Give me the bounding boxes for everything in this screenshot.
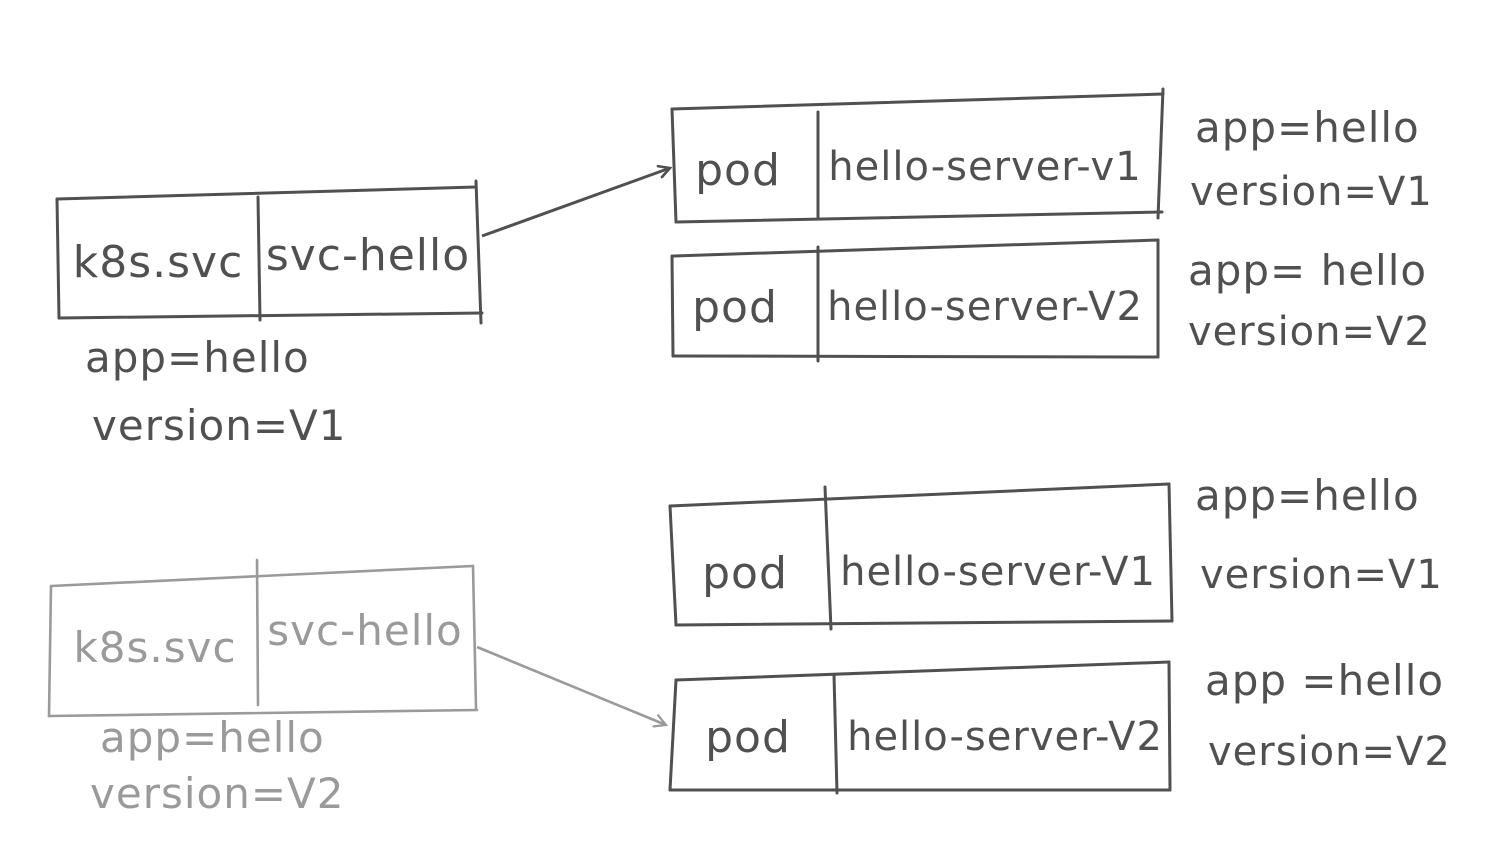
- service-kind-label: k8s.svc: [73, 237, 244, 288]
- pod-label-app: app =hello: [1205, 656, 1444, 705]
- service-selector-version: version=V2: [90, 769, 344, 818]
- pod-kind-label: pod: [705, 712, 791, 763]
- pod-label-version: version=V2: [1208, 729, 1451, 775]
- service-name-label: svc-hello: [266, 230, 470, 281]
- pod-kind-label: pod: [702, 548, 788, 599]
- service-selector-app: app=hello: [85, 333, 310, 382]
- pod-label-app: app=hello: [1195, 471, 1420, 520]
- service-selector-version: version=V1: [92, 401, 346, 450]
- service-kind-label: k8s.svc: [73, 623, 236, 672]
- pod-box: [670, 87, 1165, 224]
- pod-label-app: app= hello: [1188, 246, 1427, 295]
- service-name-label: svc-hello: [267, 606, 462, 655]
- scenario-v1: k8s.svc svc-hello app=hello version=V1 p…: [55, 87, 1433, 450]
- pod-label-version: version=V1: [1200, 552, 1443, 598]
- scenario-v2: k8s.svc svc-hello app=hello version=V2 p…: [47, 471, 1451, 818]
- service-selector-app: app=hello: [100, 713, 325, 762]
- pod-name-label: hello-server-V2: [847, 714, 1163, 760]
- pod-kind-label: pod: [692, 282, 778, 333]
- pod-box: [670, 238, 1160, 363]
- pod-name-label: hello-server-V1: [840, 549, 1156, 595]
- pod-kind-label: pod: [695, 145, 781, 196]
- routing-arrow: [476, 645, 666, 725]
- pod-name-label: hello-server-V2: [827, 284, 1143, 330]
- pod-box: [668, 482, 1174, 631]
- pod-label-version: version=V1: [1190, 169, 1433, 215]
- pod-box: [668, 660, 1172, 795]
- service-box: [55, 179, 484, 325]
- pod-label-app: app=hello: [1195, 103, 1420, 152]
- routing-arrow: [481, 168, 670, 238]
- pod-label-version: version=V2: [1188, 309, 1431, 355]
- service-box: [47, 558, 479, 718]
- pod-name-label: hello-server-v1: [828, 144, 1141, 190]
